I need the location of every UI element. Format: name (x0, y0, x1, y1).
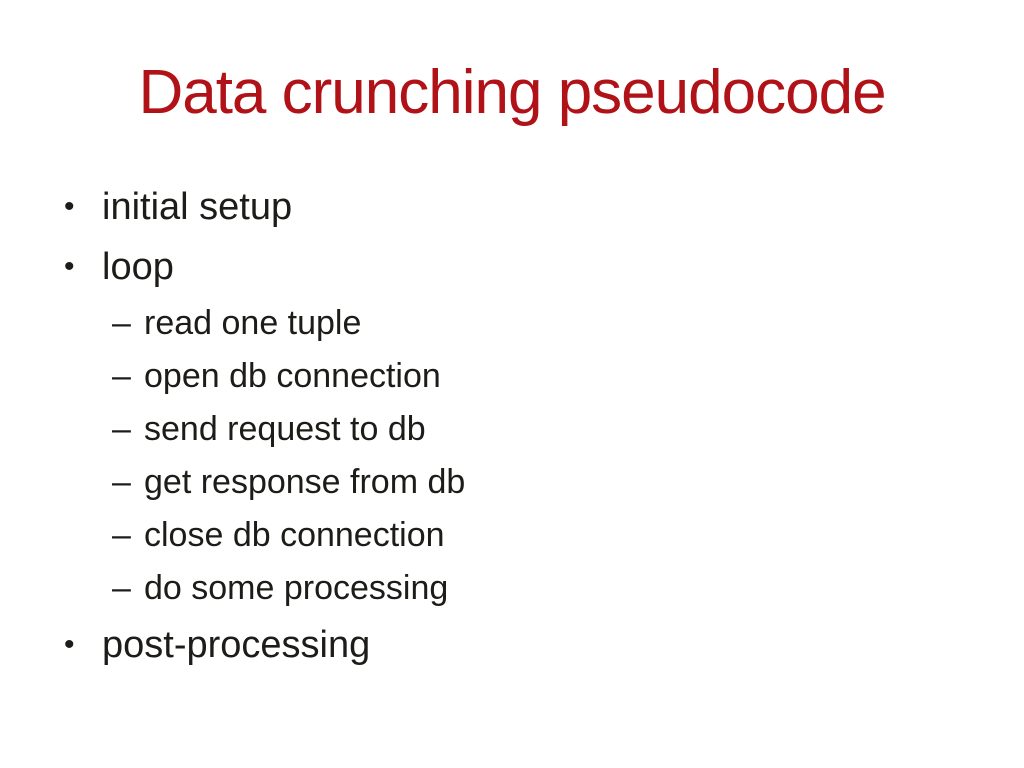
sub-bullet-item: –get response from db (0, 456, 1024, 509)
bullet-text: loop (102, 245, 174, 288)
bullet-marker: • (64, 250, 75, 283)
bullet-text: send request to db (144, 410, 426, 448)
bullet-marker: • (64, 190, 75, 223)
bullet-text: initial setup (102, 185, 293, 228)
bullet-text: close db connection (144, 516, 445, 554)
slide-title: Data crunching pseudocode (138, 58, 886, 127)
bullet-text: read one tuple (144, 304, 362, 342)
bullet-text: do some processing (144, 569, 449, 607)
sub-bullet-item: –open db connection (0, 350, 1024, 403)
bullet-marker: • (64, 628, 75, 661)
sub-bullet-item: –close db connection (0, 509, 1024, 562)
dash-marker: – (112, 463, 131, 501)
bullet-text: post-processing (102, 623, 371, 666)
dash-marker: – (112, 569, 131, 607)
bullet-item: • post-processing (0, 615, 1024, 675)
sub-bullet-item: –send request to db (0, 403, 1024, 456)
bullet-text: open db connection (144, 357, 441, 395)
sub-bullet-item: –do some processing (0, 562, 1024, 615)
sub-bullet-item: –read one tuple (0, 297, 1024, 350)
dash-marker: – (112, 410, 131, 448)
bullet-text: get response from db (144, 463, 466, 501)
dash-marker: – (112, 357, 131, 395)
bullet-list: •initial setup•loop–read one tuple–open … (0, 177, 1024, 675)
bullet-item: • loop (0, 237, 1024, 297)
dash-marker: – (112, 516, 131, 554)
dash-marker: – (112, 304, 131, 342)
bullet-item: • initial setup (0, 177, 1024, 237)
